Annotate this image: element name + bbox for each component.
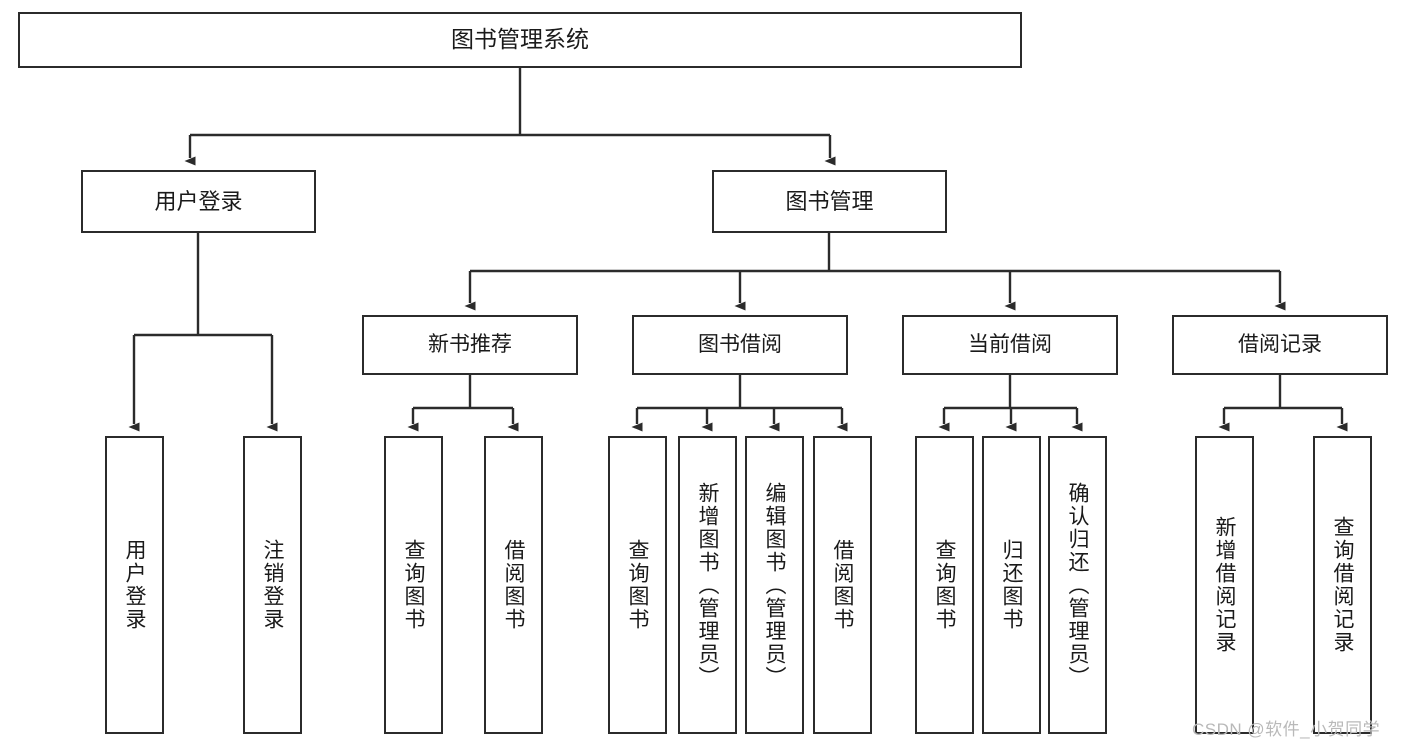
leaf-borrow-book[interactable]: 借阅图书 — [813, 436, 872, 734]
watermark: CSDN @软件_小贺同学 — [1192, 720, 1381, 739]
node-label: 确认归还（管理员） — [1066, 481, 1089, 689]
leaf-return-book[interactable]: 归还图书 — [982, 436, 1041, 734]
leaf-query-book-rec[interactable]: 查询图书 — [384, 436, 443, 734]
leaf-confirm-return-admin[interactable]: 确认归还（管理员） — [1048, 436, 1107, 734]
node-label: 图书管理 — [785, 188, 874, 214]
node-user-login[interactable]: 用户登录 — [81, 170, 316, 233]
node-borrow-record[interactable]: 借阅记录 — [1172, 315, 1388, 375]
node-current-borrow[interactable]: 当前借阅 — [902, 315, 1118, 375]
node-label: 新增借阅记录 — [1213, 516, 1236, 654]
leaf-add-borrow-record[interactable]: 新增借阅记录 — [1195, 436, 1254, 734]
leaf-add-book-admin[interactable]: 新增图书（管理员） — [678, 436, 737, 734]
leaf-query-book-borrow[interactable]: 查询图书 — [608, 436, 667, 734]
node-label: 用户登录 — [123, 539, 146, 631]
node-label: 用户登录 — [154, 188, 243, 214]
node-label: 借阅图书 — [502, 539, 525, 631]
node-label: 新增图书（管理员） — [696, 481, 719, 689]
node-label: 查询借阅记录 — [1331, 516, 1354, 654]
node-new-book-recommend[interactable]: 新书推荐 — [362, 315, 578, 375]
node-label: 新书推荐 — [428, 332, 512, 356]
node-label: 当前借阅 — [968, 332, 1052, 356]
node-label: 图书借阅 — [698, 332, 782, 356]
node-label: 借阅记录 — [1238, 332, 1322, 356]
node-label: 查询图书 — [933, 539, 956, 631]
node-book-borrow[interactable]: 图书借阅 — [632, 315, 848, 375]
leaf-user-logout[interactable]: 注销登录 — [243, 436, 302, 734]
leaf-query-borrow-record[interactable]: 查询借阅记录 — [1313, 436, 1372, 734]
node-label: 图书管理系统 — [451, 26, 589, 53]
leaf-query-book-current[interactable]: 查询图书 — [915, 436, 974, 734]
node-label: 查询图书 — [626, 539, 649, 631]
leaf-user-login[interactable]: 用户登录 — [105, 436, 164, 734]
node-label: 编辑图书（管理员） — [763, 481, 786, 689]
node-label: 注销登录 — [261, 539, 284, 631]
leaf-edit-book-admin[interactable]: 编辑图书（管理员） — [745, 436, 804, 734]
node-book-management[interactable]: 图书管理 — [712, 170, 947, 233]
node-label: 查询图书 — [402, 539, 425, 631]
node-root-system[interactable]: 图书管理系统 — [18, 12, 1022, 68]
leaf-borrow-book-rec[interactable]: 借阅图书 — [484, 436, 543, 734]
node-label: 借阅图书 — [831, 539, 854, 631]
node-label: 归还图书 — [1000, 539, 1023, 631]
